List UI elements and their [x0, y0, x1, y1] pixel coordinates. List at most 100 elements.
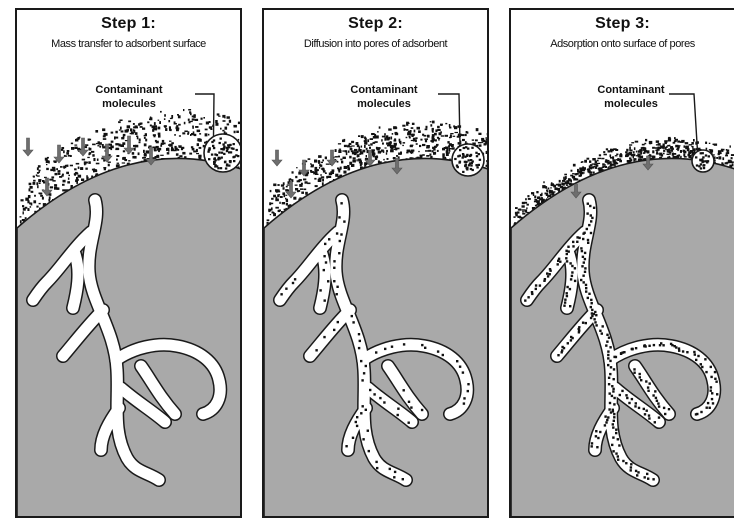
contaminant-molecule	[406, 122, 409, 124]
contaminant-molecule	[672, 153, 674, 156]
contaminant-molecule	[214, 153, 216, 155]
contaminant-molecule	[394, 138, 396, 141]
contaminant-molecule	[188, 131, 190, 134]
contaminant-molecule	[310, 163, 312, 164]
contaminant-molecule	[616, 154, 618, 156]
adsorbed-molecule	[662, 344, 664, 346]
adsorbed-molecule	[557, 263, 559, 265]
contaminant-molecule	[340, 159, 342, 161]
contaminant-molecule	[343, 171, 346, 174]
contaminant-molecule	[422, 134, 424, 136]
contaminant-molecule	[597, 160, 599, 162]
contaminant-molecule	[536, 191, 538, 193]
adsorbed-molecule	[646, 410, 648, 412]
contaminant-molecule	[453, 136, 456, 137]
contaminant-molecule	[446, 153, 449, 156]
contaminant-molecule	[188, 119, 190, 121]
contaminant-molecule	[224, 131, 226, 133]
adsorbed-molecule	[633, 372, 635, 374]
contaminant-molecule	[134, 156, 137, 159]
contaminant-molecule	[566, 185, 568, 186]
adsorbed-molecule	[394, 471, 396, 473]
contaminant-molecule	[268, 210, 270, 212]
contaminant-molecule	[434, 139, 437, 141]
adsorbed-molecule	[547, 275, 549, 277]
contaminant-molecule	[478, 133, 481, 135]
contaminant-molecule	[199, 147, 202, 149]
contaminant-molecule	[184, 131, 187, 133]
adsorbed-molecule	[531, 293, 533, 295]
contaminant-molecule	[39, 183, 41, 185]
contaminant-molecule	[29, 183, 32, 186]
adsorbed-molecule	[613, 368, 615, 370]
contaminant-molecule	[462, 154, 464, 156]
arrow-icon	[124, 136, 134, 154]
adsorbed-molecule	[403, 389, 405, 391]
contaminant-molecule	[167, 148, 170, 151]
adsorbed-molecule	[648, 417, 650, 419]
contaminant-molecule	[404, 128, 406, 131]
contaminant-molecule	[171, 115, 173, 118]
contaminant-molecule	[543, 181, 544, 183]
adsorbed-molecule	[336, 232, 338, 234]
adsorbed-molecule	[596, 446, 598, 448]
contaminant-molecule	[119, 120, 122, 122]
contaminant-molecule	[123, 134, 126, 136]
contaminant-molecule	[133, 129, 135, 131]
contaminant-molecule	[452, 144, 454, 146]
contaminant-molecule	[193, 131, 195, 134]
contaminant-molecule	[629, 152, 633, 154]
contaminant-molecule	[150, 125, 152, 127]
contaminant-molecule	[437, 150, 439, 152]
contaminant-molecule	[228, 165, 230, 167]
contaminant-molecule	[406, 129, 408, 131]
adsorbed-molecule	[356, 425, 358, 427]
contaminant-molecule	[282, 202, 285, 204]
adsorbed-molecule	[711, 398, 713, 400]
contaminant-molecule	[391, 137, 393, 140]
adsorbed-molecule	[659, 344, 661, 346]
contaminant-molecule	[124, 159, 127, 161]
contaminant-molecule	[522, 206, 524, 208]
contaminant-molecule	[635, 141, 639, 143]
contaminant-molecule	[488, 144, 489, 147]
adsorbed-molecule	[324, 299, 326, 301]
contaminant-molecule	[610, 154, 612, 157]
contaminant-molecule	[657, 149, 659, 151]
contaminant-molecule	[370, 138, 373, 140]
contaminant-molecule	[349, 156, 351, 159]
contaminant-molecule	[144, 143, 147, 146]
adsorbed-molecule	[678, 350, 680, 352]
contaminant-molecule	[280, 196, 283, 198]
adsorbed-molecule	[571, 265, 573, 267]
contaminant-molecule	[721, 149, 723, 152]
contaminant-molecule	[362, 150, 365, 153]
contaminant-molecule	[29, 202, 31, 204]
contaminant-molecule	[400, 142, 402, 144]
contaminant-molecule	[338, 156, 340, 158]
adsorbed-molecule	[611, 444, 613, 446]
contaminant-molecule	[389, 142, 392, 144]
contaminant-molecule	[730, 145, 731, 147]
adsorbed-molecule	[591, 302, 593, 304]
contaminant-molecule	[640, 152, 642, 155]
adsorbed-molecule	[700, 411, 702, 413]
contaminant-molecule	[407, 150, 409, 153]
contaminant-molecule	[48, 161, 49, 164]
contaminant-molecule	[439, 132, 442, 135]
adsorbed-molecule	[564, 301, 566, 303]
contaminant-molecule	[693, 139, 695, 142]
contaminant-molecule	[240, 164, 242, 167]
contaminant-molecule	[325, 172, 327, 174]
contaminant-molecule	[332, 169, 335, 172]
contaminant-molecule	[208, 134, 210, 136]
contaminant-molecule	[383, 159, 384, 161]
contaminant-molecule	[241, 128, 242, 131]
contaminant-molecule	[430, 156, 432, 158]
contaminant-molecule	[642, 144, 645, 146]
contaminant-molecule	[158, 120, 160, 121]
contaminant-molecule	[349, 146, 351, 147]
adsorbed-molecule	[586, 228, 588, 230]
contaminant-molecule	[279, 210, 281, 212]
contaminant-molecule	[379, 126, 381, 128]
